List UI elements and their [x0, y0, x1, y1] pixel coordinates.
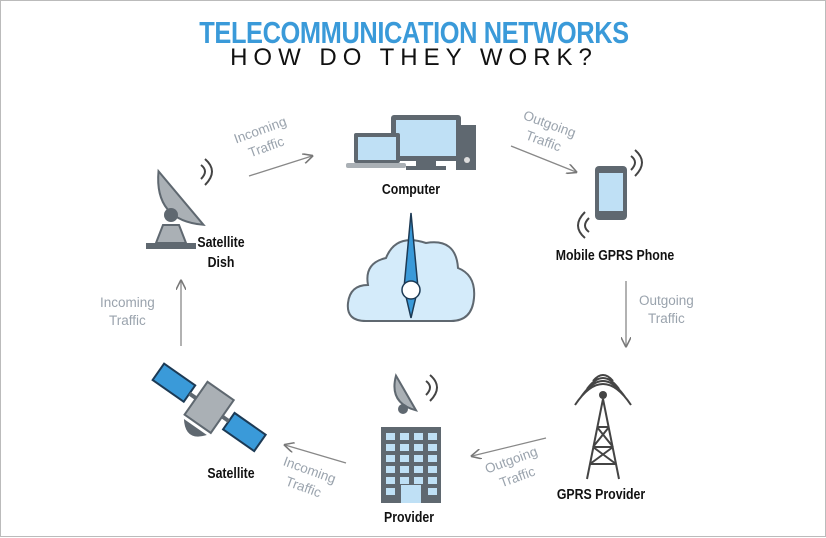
window: [414, 444, 423, 451]
gprs-provider-label: GPRS Provider: [556, 487, 646, 503]
window: [386, 444, 395, 451]
window: [400, 433, 409, 440]
window: [428, 477, 437, 484]
window: [428, 488, 437, 495]
traffic-line: Outgoing: [639, 293, 694, 308]
cloud-compass-icon: [346, 212, 476, 322]
traffic-line: Traffic: [648, 311, 685, 326]
window: [400, 466, 409, 473]
window: [386, 477, 395, 484]
window: [386, 466, 395, 473]
window: [414, 477, 423, 484]
computer-icon: [346, 115, 476, 170]
window: [428, 466, 437, 473]
mobile-phone-label: Mobile GPRS Phone: [555, 248, 675, 264]
window: [428, 444, 437, 451]
window: [400, 444, 409, 451]
window: [414, 455, 423, 462]
window: [400, 477, 409, 484]
provider-label: Provider: [383, 510, 435, 526]
window: [400, 455, 409, 462]
dish-label-line: Dish: [207, 255, 235, 271]
window: [386, 455, 395, 462]
page-subtitle: HOW DO THEY WORK?: [230, 44, 598, 71]
window: [428, 455, 437, 462]
arrow-provider-to-satellite: [285, 445, 347, 464]
window: [414, 466, 423, 473]
arrow-dish-to-computer: [248, 156, 312, 177]
window: [386, 488, 395, 495]
dish-label-line: Satellite: [197, 235, 245, 251]
arrow-gprs-to-provider: [472, 437, 547, 456]
satellite-label: Satellite: [207, 466, 255, 482]
window: [414, 433, 423, 440]
window: [428, 433, 437, 440]
window: [386, 433, 395, 440]
traffic-line: Incoming: [100, 295, 155, 310]
mobile-phone-icon: [577, 149, 643, 239]
provider-building-icon: [381, 373, 441, 503]
gprs-tower-icon: [574, 374, 632, 480]
arrow-computer-to-phone: [510, 145, 576, 172]
traffic-line: Traffic: [109, 313, 146, 328]
page-title: TELECOMMUNICATION NETWORKS: [199, 15, 629, 50]
satellite-dish-icon: [146, 158, 213, 249]
satellite-icon: [151, 362, 268, 453]
computer-label: Computer: [381, 182, 441, 198]
